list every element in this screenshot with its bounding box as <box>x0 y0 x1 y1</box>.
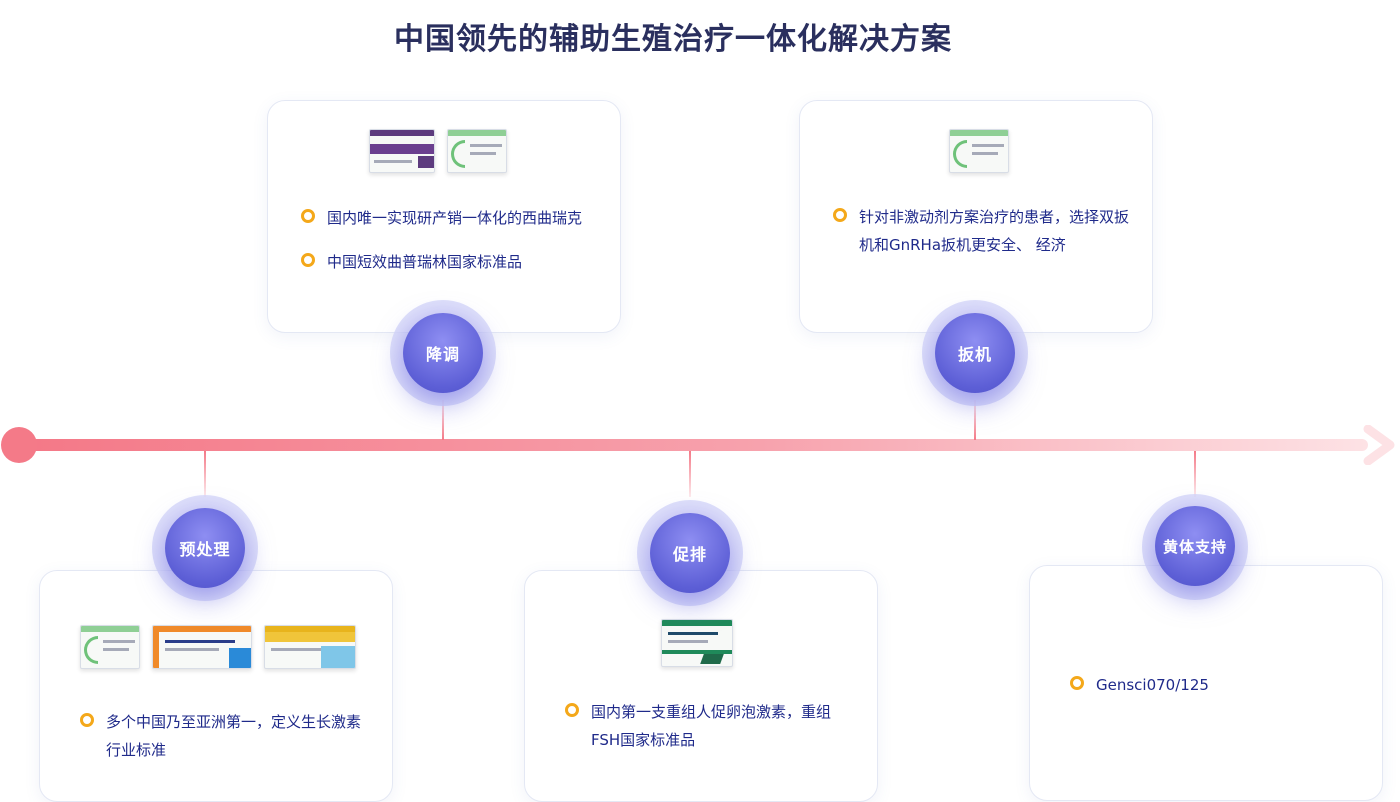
product-box-triptorelin <box>80 625 140 669</box>
page-title: 中国领先的辅助生殖治疗一体化解决方案 <box>394 22 952 57</box>
timeline-arrow-icon <box>1363 425 1395 465</box>
product-images <box>369 129 507 173</box>
item-text: Gensci070/125 <box>1096 676 1209 694</box>
item-text: 针对非激动剂方案治疗的患者，选择双扳机和GnRHa扳机更安全、 经济 <box>859 208 1130 254</box>
stage-badge-pretreatment[interactable]: 预处理 <box>165 508 245 588</box>
stage-badge-downregulation[interactable]: 降调 <box>403 313 483 393</box>
stage-badge-stimulation[interactable]: 促排 <box>650 513 730 593</box>
product-box-triptorelin <box>447 129 507 173</box>
bullet-icon <box>80 713 94 727</box>
list-item: 多个中国乃至亚洲第一，定义生长激素行业标准 <box>80 708 370 764</box>
connector-pretreatment <box>204 451 206 497</box>
product-images <box>949 129 1009 173</box>
product-box-rfsh <box>661 619 733 667</box>
item-text: 中国短效曲普瑞林国家标准品 <box>327 253 523 271</box>
stage-badge-luteal[interactable]: 黄体支持 <box>1155 506 1235 586</box>
item-text: 多个中国乃至亚洲第一，定义生长激素行业标准 <box>106 713 362 759</box>
stage-badge-trigger[interactable]: 扳机 <box>935 313 1015 393</box>
item-text: 国内第一支重组人促卵泡激素，重组FSH国家标准品 <box>591 703 832 749</box>
card-pretreatment: 多个中国乃至亚洲第一，定义生长激素行业标准 <box>39 570 393 802</box>
list-item: 针对非激动剂方案治疗的患者，选择双扳机和GnRHa扳机更安全、 经济 <box>833 203 1133 259</box>
card-downregulation: 国内唯一实现研产销一体化的西曲瑞克 中国短效曲普瑞林国家标准品 <box>267 100 621 333</box>
product-box-triptorelin <box>949 129 1009 173</box>
timeline-bar <box>18 439 1368 451</box>
list-item: Gensci070/125 <box>1070 671 1360 699</box>
bullet-icon <box>1070 676 1084 690</box>
product-box-growth-hormone <box>152 625 252 669</box>
timeline-start-dot <box>1 427 37 463</box>
list-item: 中国短效曲普瑞林国家标准品 <box>301 248 611 276</box>
connector-trigger <box>974 400 976 440</box>
connector-luteal <box>1194 451 1196 497</box>
list-item: 国内唯一实现研产销一体化的西曲瑞克 <box>301 204 611 232</box>
card-stimulation: 国内第一支重组人促卵泡激素，重组FSH国家标准品 <box>524 570 878 802</box>
list-item: 国内第一支重组人促卵泡激素，重组FSH国家标准品 <box>565 698 855 754</box>
bullet-icon <box>565 703 579 717</box>
product-box-cetrorelix <box>369 129 435 173</box>
item-text: 国内唯一实现研产销一体化的西曲瑞克 <box>327 209 583 227</box>
connector-downregulation <box>442 400 444 440</box>
product-images <box>80 625 356 669</box>
product-images <box>661 619 733 667</box>
bullet-icon <box>301 209 315 223</box>
bullet-icon <box>301 253 315 267</box>
product-box-pegylated-gh <box>264 625 356 669</box>
card-trigger: 针对非激动剂方案治疗的患者，选择双扳机和GnRHa扳机更安全、 经济 <box>799 100 1153 333</box>
card-luteal: Gensci070/125 <box>1029 565 1383 801</box>
bullet-icon <box>833 208 847 222</box>
connector-stimulation <box>689 451 691 497</box>
